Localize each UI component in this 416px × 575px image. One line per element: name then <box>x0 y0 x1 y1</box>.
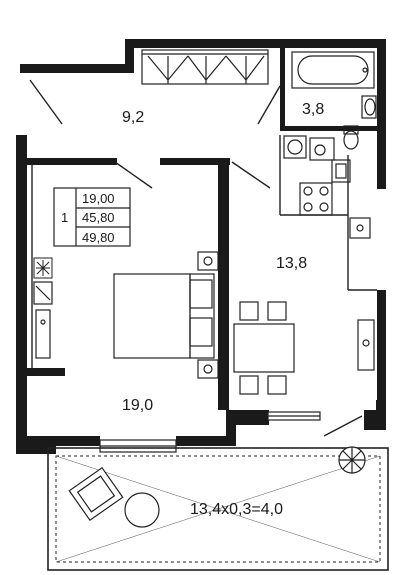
bathtub <box>291 51 375 89</box>
radiator-bedroom <box>35 309 51 359</box>
window-bedroom <box>99 439 177 453</box>
door-swing-kitchen <box>231 161 271 189</box>
door-swing-bathroom <box>257 85 281 125</box>
door-swing-balcony <box>323 415 363 437</box>
area-summary <box>53 187 131 247</box>
walls <box>16 39 386 454</box>
armchair-balcony <box>68 466 124 522</box>
hall-area-label: 9,2 <box>122 109 144 126</box>
table-balcony <box>124 492 160 528</box>
thin-lines <box>29 79 377 370</box>
chair-bedroom <box>33 281 53 305</box>
washing-machine <box>283 135 335 161</box>
plant-bedroom <box>33 257 53 279</box>
rooms-count: 1 <box>61 210 68 225</box>
door-swing-entrance <box>29 79 63 125</box>
balcony-area-label: 13,4х0,3=4,0 <box>190 501 283 518</box>
plant-balcony <box>338 446 366 474</box>
radiator-kitchen <box>357 319 375 371</box>
wardrobe <box>141 49 269 85</box>
total-area: 49,80 <box>82 230 115 245</box>
bathroom-area-label: 3,8 <box>302 101 324 118</box>
sink <box>361 95 377 119</box>
toilet <box>343 125 359 150</box>
kitchen-area-label: 13,8 <box>276 255 307 272</box>
door-swing-bedroom <box>114 161 153 189</box>
dining-table <box>233 301 295 395</box>
total-area-reduced: 45,80 <box>82 210 115 225</box>
living-area: 19,00 <box>82 191 115 206</box>
window-kitchen <box>267 411 321 421</box>
stove <box>299 182 333 216</box>
bed <box>113 251 219 379</box>
fridge <box>331 159 351 183</box>
kitchen-sink <box>349 217 371 239</box>
balcony <box>47 447 389 571</box>
bedroom-area-label: 19,0 <box>122 397 153 414</box>
